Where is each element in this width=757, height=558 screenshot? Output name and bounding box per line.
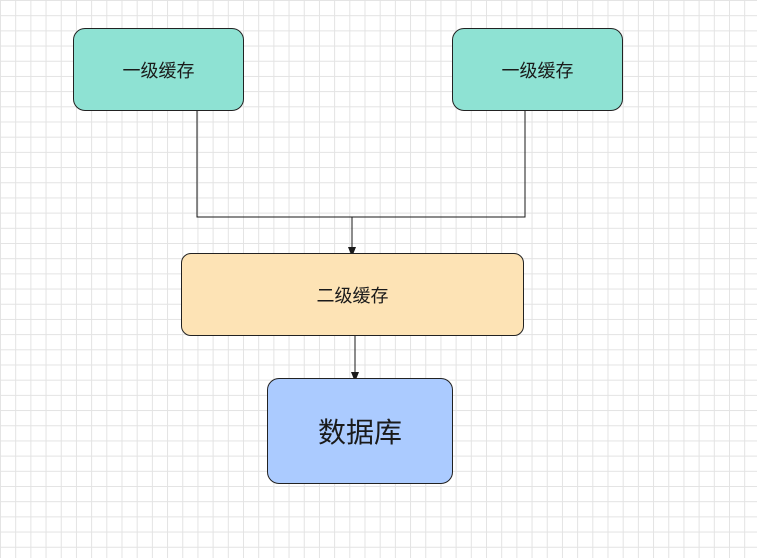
- edge-l1-left-to-merge: [196, 111, 352, 218]
- database-node: 数据库: [267, 378, 453, 484]
- l2-cache-node: 二级缓存: [181, 253, 524, 336]
- database-label: 数据库: [317, 416, 402, 449]
- l1-cache-label-left: 一级缓存: [122, 60, 195, 82]
- l2-cache-label: 二级缓存: [316, 285, 389, 307]
- edge-l1-right-to-l2: [348, 111, 526, 257]
- l1-cache-node-right: 一级缓存: [452, 28, 623, 111]
- l1-cache-label-right: 一级缓存: [501, 60, 574, 82]
- l1-cache-node-left: 一级缓存: [73, 28, 244, 111]
